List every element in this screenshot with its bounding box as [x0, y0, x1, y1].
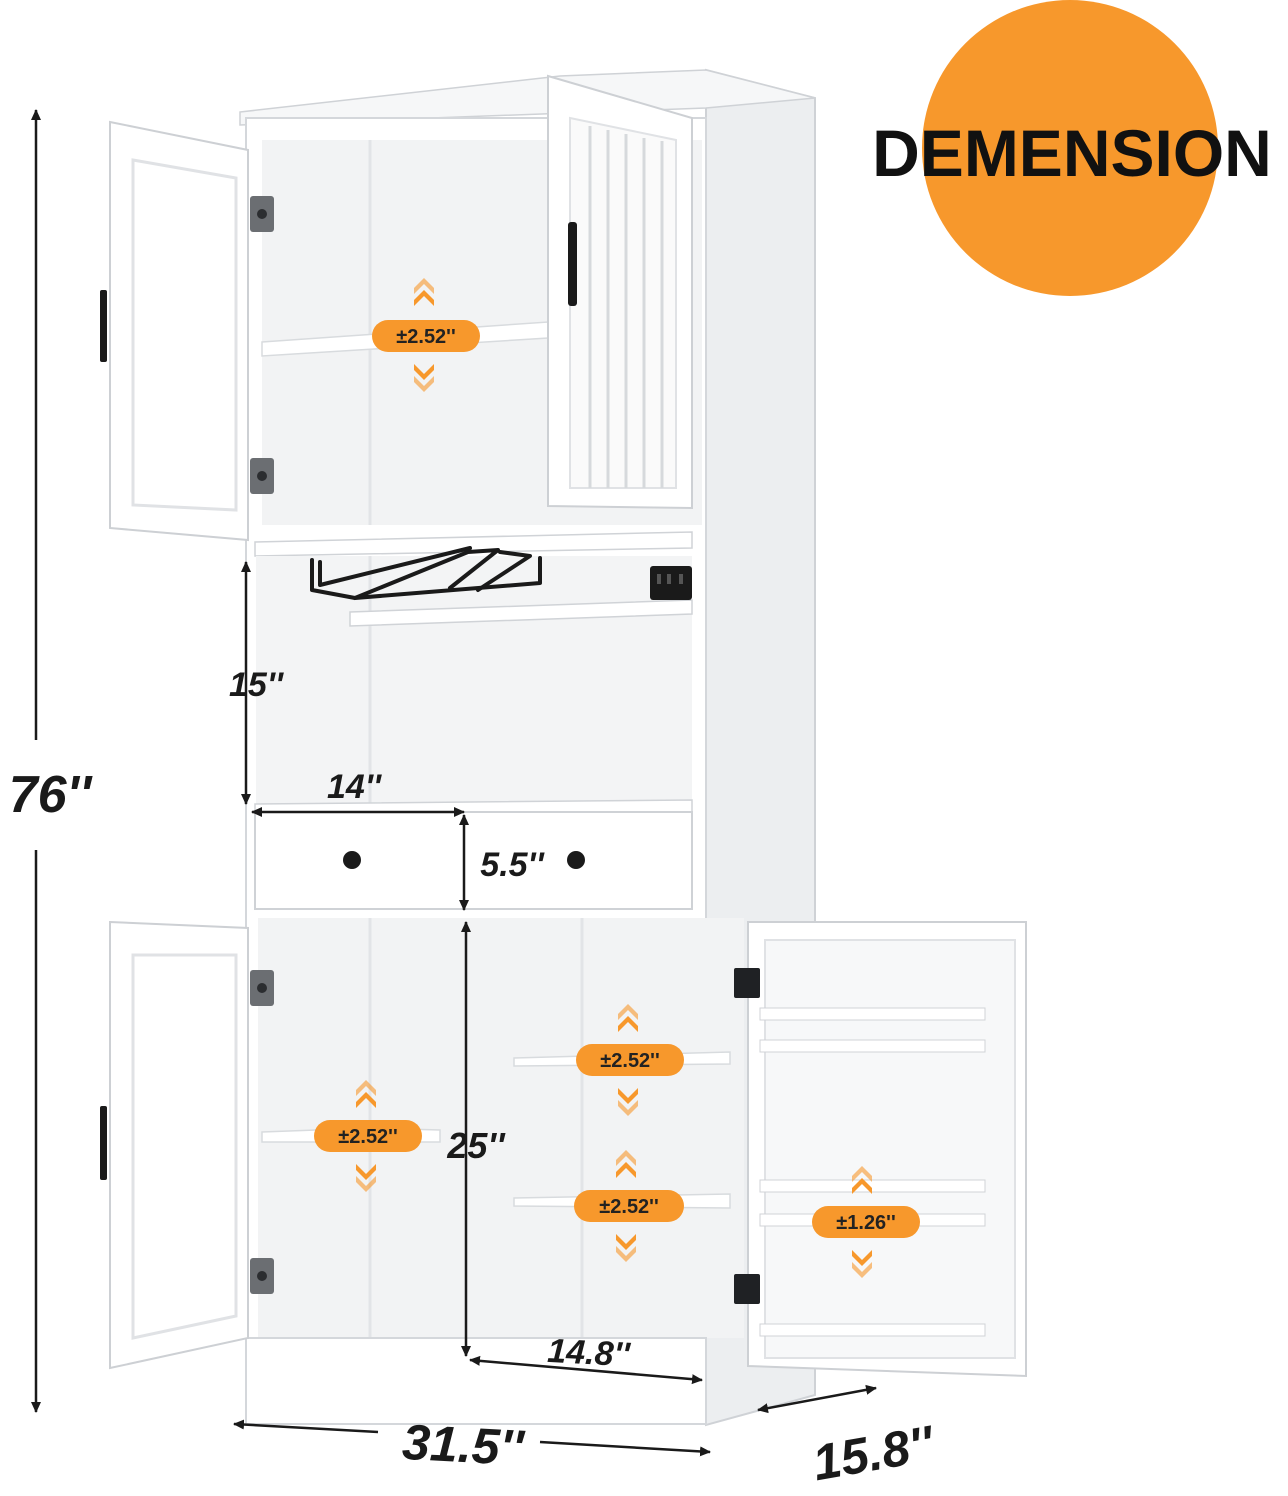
drawer — [254, 811, 693, 910]
lower-right-door — [734, 921, 1027, 1378]
svg-text:±2.52'': ±2.52'' — [396, 326, 455, 348]
drawer-knob-icon — [567, 851, 585, 869]
cabinet-base — [245, 1337, 707, 1425]
hinge-icon — [250, 458, 274, 494]
title-circle — [922, 0, 1218, 296]
drawer-height-label: 5.5'' — [480, 846, 545, 884]
adjust-badge-lower-right-shelf-top: ±2.52'' — [576, 1004, 684, 1116]
adjust-badge-lower-left-shelf: ±2.52'' — [314, 1080, 422, 1192]
door-handle-icon — [100, 1106, 107, 1180]
open-shelf-width-label: 14'' — [327, 768, 383, 806]
lower-cabinet-height-label: 25'' — [446, 1125, 506, 1166]
upper-left-door — [100, 120, 274, 542]
total-height-label: 76'' — [9, 766, 93, 824]
total-width-label: 31.5'' — [401, 1414, 527, 1476]
double-arrow-icon — [539, 1440, 711, 1457]
hinge-icon — [250, 1258, 274, 1294]
dimension-lines — [31, 109, 877, 1457]
svg-text:±1.26'': ±1.26'' — [836, 1212, 895, 1234]
wine-glass-rack-icon — [310, 546, 542, 600]
page-title: DEMENSION — [872, 116, 1272, 190]
door-handle-icon — [100, 290, 107, 362]
power-outlet-icon — [650, 566, 692, 600]
open-shelf-height-label: 15'' — [229, 666, 285, 704]
drawer-knob-icon — [343, 851, 361, 869]
svg-text:±2.52'': ±2.52'' — [599, 1196, 658, 1218]
countertop — [254, 531, 693, 557]
cabinet — [239, 68, 816, 1427]
adjust-badge-upper-shelf: ±2.52'' — [372, 278, 480, 392]
double-arrow-icon — [233, 1419, 379, 1434]
double-arrow-icon — [757, 1384, 877, 1414]
cabinet-top — [239, 69, 816, 126]
lower-left-door — [100, 920, 274, 1370]
hinge-icon — [250, 970, 274, 1006]
door-handle-icon — [568, 222, 577, 306]
svg-text:±2.52'': ±2.52'' — [600, 1050, 659, 1072]
double-arrow-icon — [469, 1355, 703, 1385]
open-shelf-interior — [256, 556, 692, 804]
hinge-icon — [734, 968, 760, 998]
depth-label: 15.8'' — [809, 1415, 940, 1492]
hinge-icon — [734, 1274, 760, 1304]
lower-cabinet-width-label: 14.8'' — [546, 1332, 632, 1374]
adjust-badge-lower-right-shelf-bottom: ±2.52'' — [574, 1150, 684, 1262]
hinge-icon — [250, 196, 274, 232]
svg-text:±2.52'': ±2.52'' — [338, 1126, 397, 1148]
upper-right-door — [547, 74, 693, 510]
adjust-badge-door-rack: ±1.26'' — [812, 1166, 920, 1278]
